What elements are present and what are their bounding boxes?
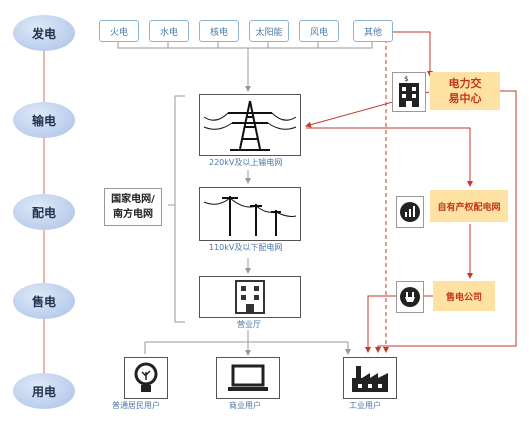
transmission-tower-icon	[203, 100, 297, 151]
retail-icon-box	[396, 281, 424, 313]
retail-company: 售电公司	[433, 281, 495, 311]
self-owned-distribution-grid: 自有产权配电网	[430, 190, 508, 222]
industrial-user-label: 工业用户	[349, 401, 381, 410]
source-hydro: 水电	[149, 20, 189, 42]
stage-retail: 售电	[13, 283, 75, 319]
power-plug-icon	[400, 287, 420, 307]
grid-company-label: 国家电网/ 南方电网	[104, 188, 162, 226]
distribution-caption: 110kV及以下配电网	[209, 243, 283, 252]
stage-consumption: 用电	[13, 373, 75, 409]
laptop-icon	[228, 364, 268, 391]
grid-company-line-2: 南方电网	[113, 209, 153, 220]
transmission-caption: 220kV及以上输电网	[209, 158, 283, 167]
power-trading-center: 电力交 易中心	[430, 72, 500, 110]
source-solar: 太阳能	[249, 20, 289, 42]
grid-company-line-1: 国家电网/	[111, 194, 155, 205]
source-other: 其他	[353, 20, 393, 42]
residential-user-box	[124, 357, 168, 399]
industrial-user-box	[343, 357, 397, 399]
growth-chart-icon	[400, 202, 420, 222]
source-nuclear: 核电	[199, 20, 239, 42]
source-thermal: 火电	[99, 20, 139, 42]
self-grid-icon-box	[396, 196, 424, 228]
sales-office-box	[199, 276, 301, 318]
stage-transmission: 输电	[13, 102, 75, 138]
stage-distribution: 配电	[13, 194, 75, 230]
office-building-icon	[235, 280, 265, 314]
source-wind: 风电	[299, 20, 339, 42]
commercial-user-label: 商业用户	[229, 401, 261, 410]
commercial-user-box	[216, 357, 280, 399]
stage-generation: 发电	[13, 15, 75, 51]
factory-icon	[352, 366, 388, 392]
market-icon-box: $	[392, 72, 426, 112]
transmission-grid-box	[199, 94, 301, 156]
residential-user-label: 普通居民用户	[112, 401, 160, 410]
dollar-building-icon: $	[399, 75, 419, 107]
distribution-grid-box	[199, 187, 301, 241]
market-line-2: 易中心	[448, 92, 482, 105]
sales-office-caption: 营业厅	[237, 320, 261, 329]
light-bulb-icon	[134, 362, 158, 392]
svg-text:$: $	[404, 75, 408, 83]
market-line-1: 电力交	[448, 77, 482, 90]
distribution-poles-icon	[203, 196, 297, 236]
